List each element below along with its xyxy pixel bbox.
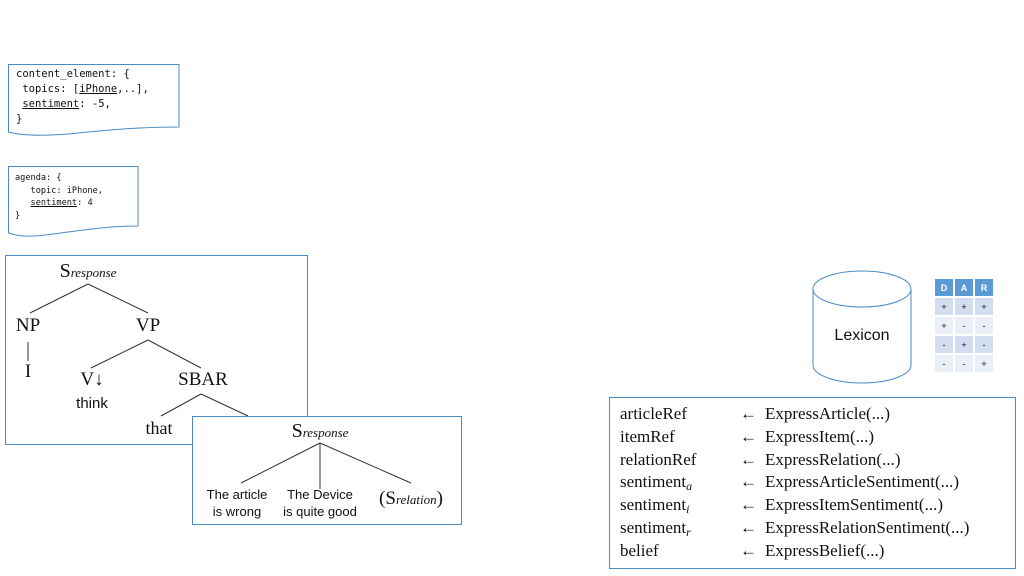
underlined-token: sentiment — [30, 198, 78, 208]
that-word: that — [145, 418, 173, 438]
content-element-card: content_element: { topics: [iPhone,..], … — [8, 64, 180, 138]
code-line: } — [16, 112, 149, 127]
dar-cell: - — [935, 336, 953, 353]
code-token: content_element: { — [16, 68, 130, 80]
response-root-node: Sresponse — [291, 420, 349, 442]
code-token: : -5, — [79, 98, 111, 110]
code-token: ,..], — [117, 83, 149, 95]
code-token — [15, 198, 31, 208]
parse-tree-main: Sresponse NP VP I V↓ SBAR think that — [5, 255, 308, 445]
left-arrow-icon: ← — [740, 495, 757, 515]
left-arrow-icon: ← — [740, 426, 757, 446]
dar-cell: - — [955, 317, 973, 334]
dar-cell: - — [975, 317, 993, 334]
expression-lhs: itemRef — [620, 426, 675, 446]
expression-rhs: ExpressArticle(...) — [765, 404, 891, 423]
database-icon — [812, 270, 912, 384]
tree-root-node: Sresponse — [59, 260, 117, 282]
expression-rhs: ExpressBelief(...) — [765, 540, 885, 560]
expression-lhs: relationRef — [620, 449, 697, 469]
dar-cell: - — [935, 355, 953, 372]
code-line: content_element: { — [16, 67, 149, 82]
code-line: agenda: { — [15, 172, 103, 185]
expression-lhs: sentimenti — [620, 495, 690, 517]
lexicon-label: Lexicon — [834, 327, 890, 344]
verb-node: V↓ — [80, 369, 104, 390]
expression-rules: articleRef ← ExpressArticle(...) itemRef ← Ex… — [609, 397, 1016, 569]
expression-rhs: ExpressArticleSentiment(...) — [765, 472, 960, 492]
expression-rhs: ExpressItemSentiment(...) — [765, 495, 943, 515]
expression-rhs: ExpressRelation(...) — [765, 449, 901, 469]
code-token: } — [16, 113, 23, 125]
expression-lhs: sentimenta — [620, 472, 693, 494]
tree-edges — [27, 283, 249, 417]
dar-cell: - — [955, 355, 973, 372]
sbar-node: SBAR — [178, 369, 228, 390]
dar-cell: + — [935, 298, 953, 315]
left-arrow-icon: ← — [740, 449, 757, 469]
code-line: } — [15, 210, 103, 223]
relation-node: (Srelation) — [379, 488, 443, 509]
agenda-card: agenda: { topic: iPhone, sentiment: 4} — [8, 166, 139, 240]
code-token: : 4 — [77, 198, 93, 208]
dar-header-d: D — [935, 279, 953, 296]
dar-cell: + — [975, 298, 993, 315]
dar-header-r: R — [975, 279, 993, 296]
dar-cell: + — [935, 317, 953, 334]
left-arrow-icon: ← — [740, 472, 757, 492]
code-token: topics: [ — [16, 83, 80, 95]
think-word: think — [76, 395, 108, 412]
expression-rhs: ExpressRelationSentiment(...) — [765, 518, 970, 537]
dar-header-a: A — [955, 279, 973, 296]
dar-row: --+ — [935, 355, 993, 372]
code-line: topic: iPhone, — [15, 185, 103, 198]
code-line: sentiment: 4 — [15, 197, 103, 210]
document-shape — [8, 166, 139, 237]
left-arrow-icon: ← — [740, 540, 757, 560]
left-arrow-icon: ← — [740, 404, 757, 423]
dar-cell: + — [975, 355, 993, 372]
dar-row: +-- — [935, 317, 993, 334]
code-line: sentiment: -5, — [16, 97, 149, 112]
dar-row: -+- — [935, 336, 993, 353]
dar-cell: + — [955, 336, 973, 353]
left-arrow-icon: ← — [740, 518, 757, 537]
expression-lhs: articleRef — [620, 404, 688, 423]
lexicon-database: Lexicon — [812, 270, 912, 384]
expression-rhs: ExpressItem(...) — [765, 426, 875, 446]
agenda-code: agenda: { topic: iPhone, sentiment: 4} — [15, 172, 103, 222]
code-token: agenda: { — [15, 173, 62, 183]
expression-lhs: belief — [620, 540, 659, 560]
code-token: topic: iPhone, — [15, 185, 103, 196]
vp-node: VP — [135, 315, 161, 336]
np-node: NP — [15, 315, 41, 336]
underlined-token: iPhone — [79, 83, 118, 95]
code-token: } — [15, 210, 21, 221]
dar-cell: - — [975, 336, 993, 353]
pronoun-node: I — [24, 361, 32, 382]
expression-lhs: sentimentr — [620, 518, 691, 539]
tree-edges — [240, 442, 412, 489]
code-line: topics: [iPhone,..], — [16, 82, 149, 97]
dar-cell: + — [955, 298, 973, 315]
underlined-token: sentiment — [22, 98, 80, 110]
dar-row: +++ — [935, 298, 993, 315]
document-shape — [8, 64, 180, 136]
content-element-code: content_element: { topics: [iPhone,..], … — [16, 67, 149, 127]
